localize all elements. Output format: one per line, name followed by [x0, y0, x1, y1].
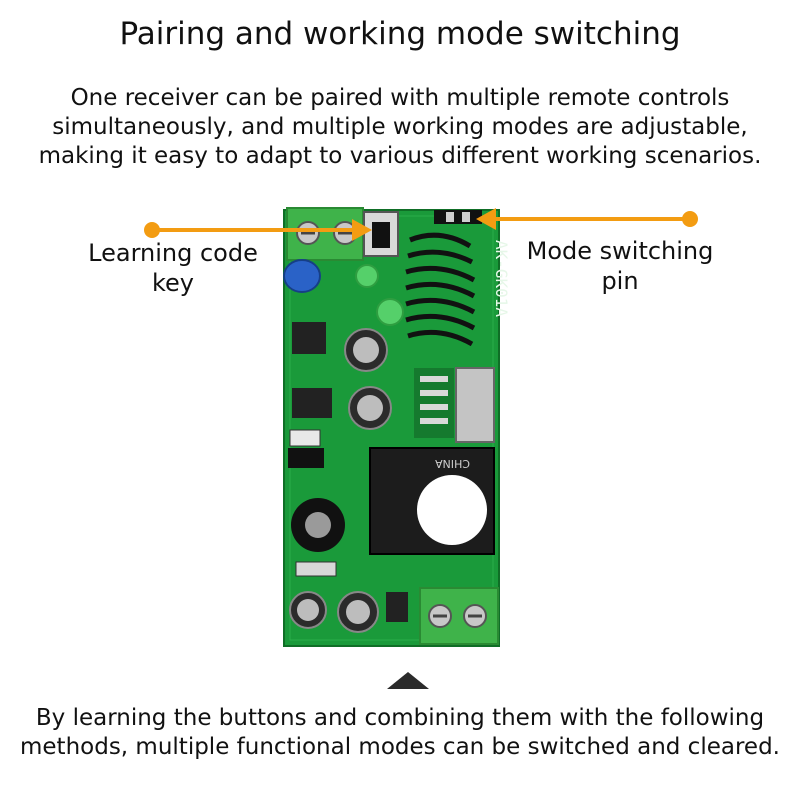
learning-code-key [363, 211, 399, 257]
learning-code-key-label: Learning code key [70, 238, 276, 298]
green-led-2 [376, 298, 404, 326]
relay: CHINA [369, 447, 495, 555]
page-title: Pairing and working mode switching [119, 16, 681, 52]
capacitor-2 [348, 386, 392, 430]
up-triangle-icon [387, 672, 429, 689]
top-screw-terminal [286, 207, 364, 261]
footer-text: By learning the buttons and combining th… [10, 704, 790, 762]
capacitor-4 [337, 591, 379, 633]
crystal-module [455, 367, 495, 443]
inductor [291, 498, 345, 552]
left-callout-arrow [144, 219, 372, 241]
blue-capacitor [283, 259, 321, 293]
capacitor-3 [289, 591, 327, 629]
antenna-coil [405, 232, 476, 347]
intro-line: simultaneously, and multiple working mod… [52, 114, 748, 140]
intro-line: making it easy to adapt to various diffe… [38, 143, 762, 169]
callout-left-line: Learning code [88, 239, 258, 267]
model-marking: AK-GK01A [492, 240, 511, 317]
green-led-1 [355, 264, 379, 288]
bottom-screw-terminal [419, 587, 499, 645]
intro-line: One receiver can be paired with multiple… [70, 85, 730, 111]
intro-text: One receiver can be paired with multiple… [20, 84, 780, 171]
ic-chip-2 [292, 388, 332, 418]
mode-switching-pin-label: Mode switching pin [512, 236, 728, 296]
callout-right-line: pin [601, 267, 639, 295]
footer-line: By learning the buttons and combining th… [35, 705, 765, 731]
footer-line: methods, multiple functional modes can b… [20, 734, 780, 760]
right-callout-arrow [476, 208, 698, 230]
capacitor-1 [344, 328, 388, 372]
mode-switching-pin [434, 210, 482, 224]
relay-marking: CHINA [435, 457, 470, 470]
callout-left-line: key [151, 269, 194, 297]
ic-chip-1 [292, 322, 326, 354]
callout-right-line: Mode switching [526, 237, 714, 265]
